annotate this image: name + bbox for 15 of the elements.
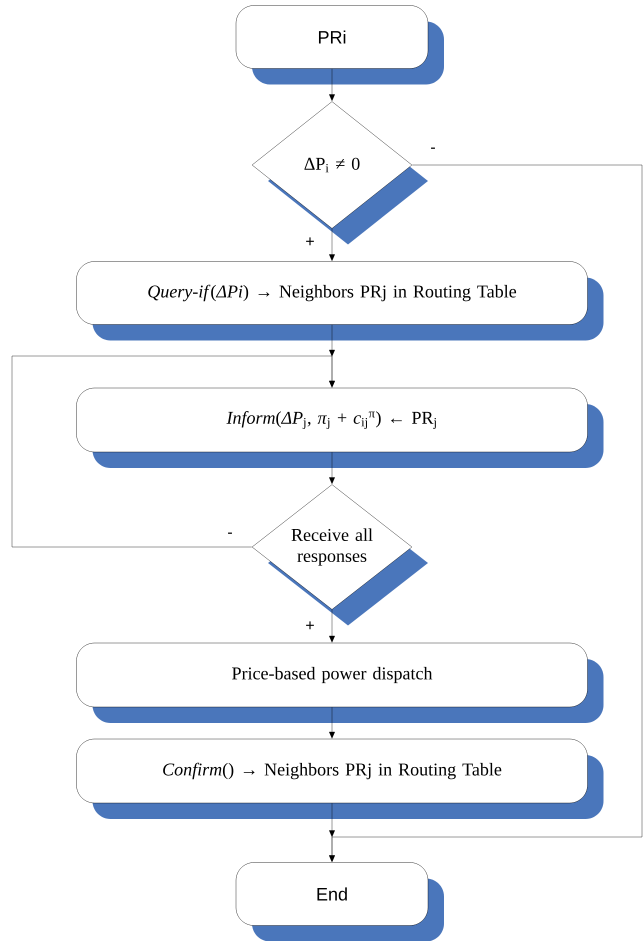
process-box: Confirm() → Neighbors PRj in Routing Table (76, 738, 604, 819)
arrow (329, 610, 335, 642)
process-box: Price-based power dispatch (76, 642, 604, 723)
arrow (329, 228, 335, 261)
process-box: End (236, 862, 444, 941)
edge-label: - (226, 532, 234, 538)
process-box: Query-if(ΔPi) → Neighbors PRj in Routing Table (76, 261, 604, 340)
arrow (329, 803, 335, 862)
process-box: Inform(ΔP$_{j}$, π$_{j}$ + c$_{ij}$$^{π}$) ← PR$_{j}$ (76, 388, 604, 468)
arrow (329, 68, 335, 101)
arrow (329, 452, 335, 484)
process-box: PRi (236, 5, 444, 84)
arrow (329, 707, 335, 738)
edge-label: - (429, 146, 437, 154)
arrow (12, 350, 335, 548)
